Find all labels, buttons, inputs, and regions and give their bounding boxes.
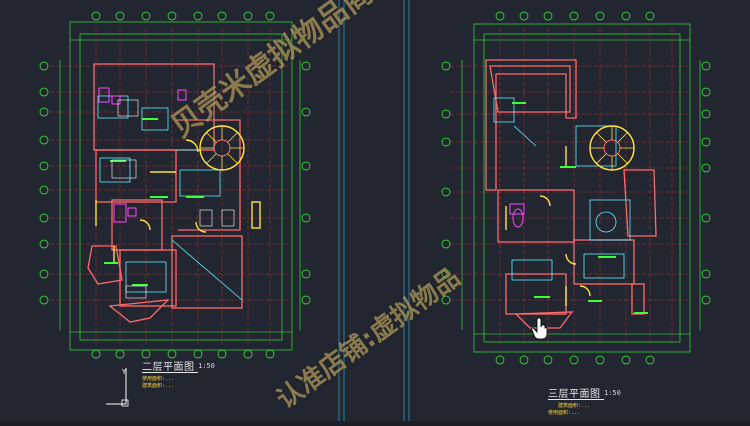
second-floor-plan[interactable] — [39, 11, 311, 359]
hand-pointer-icon — [531, 318, 548, 340]
plan-scale-third-floor: 1:50 — [604, 389, 621, 397]
viewport-separators — [338, 0, 410, 421]
grid-bubbles-left — [39, 11, 311, 359]
ucs-axis-icon: Y — [106, 368, 129, 407]
plan-scale-second-floor: 1:50 — [198, 362, 215, 370]
grid-bubbles-right — [441, 11, 711, 365]
third-floor-plan[interactable] — [441, 11, 711, 365]
spiral-staircase — [199, 125, 245, 171]
doors — [505, 146, 591, 306]
plan-title-underline — [548, 399, 604, 400]
plan-area-line-2: 使用面积:... — [548, 410, 581, 416]
walls — [87, 63, 243, 323]
annotation-marks — [104, 118, 204, 286]
plan-area-line-2: 建筑面积:... — [142, 383, 175, 389]
svg-text:Y: Y — [121, 368, 127, 376]
plan-area-line-1: 使用面积:... — [142, 376, 175, 382]
furniture — [111, 99, 235, 299]
plan-area-line-1: 建筑面积:... — [558, 403, 591, 409]
axis-grid — [50, 28, 290, 345]
plan-title-third-floor: 三层平面图 — [548, 389, 601, 400]
dimension-frame — [461, 23, 701, 353]
dimension-frame — [59, 21, 301, 351]
bathroom-fixtures — [98, 87, 187, 223]
spiral-staircase — [589, 125, 635, 171]
walls — [485, 59, 657, 329]
structure-cyan — [493, 97, 631, 281]
plan-title-second-floor: 二层平面图 — [142, 362, 195, 373]
bathroom-fixtures — [509, 203, 525, 228]
annotation-marks — [512, 102, 648, 314]
plan-title-underline — [142, 372, 198, 373]
doors — [95, 139, 261, 262]
